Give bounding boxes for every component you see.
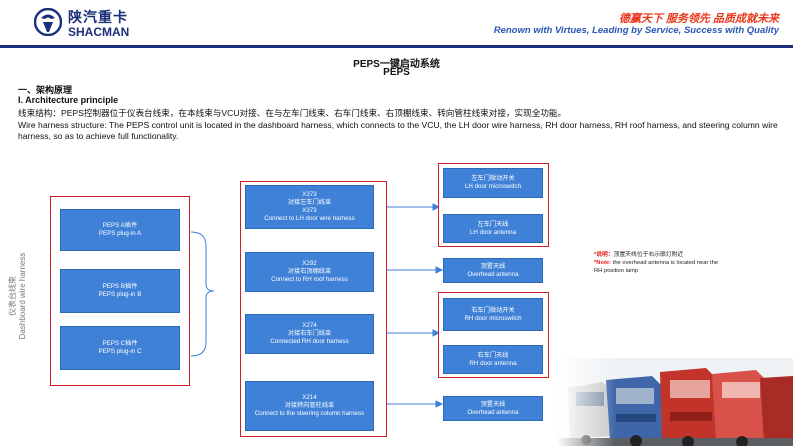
harness-x274-code: X274 [302,322,317,329]
plug-b-box: PEPS B插件 PEPS plug-in B [60,269,180,313]
brand-name-en: SHACMAN [68,25,130,39]
harness-x214-label-cn: 对接转向管柱线束 [284,402,335,409]
overhead-antenna-1-label-cn: 顶置天线 [480,262,506,270]
plug-b-label-cn: PEPS B插件 [102,283,138,290]
page-subtitle: PEPS [383,67,410,78]
lh-door-antenna-label-en: LH door antenna [469,228,517,236]
description-cn: 线束结构：PEPS控制器位于仪表台线束，在本线束与VCU对接、在与左车门线束、右… [18,108,567,118]
note-label-cn: *说明： [594,252,614,258]
harness-x292-label-en: Connect to RH roof harness [271,276,348,283]
harness-x373-code-repeat: X373 [302,207,317,214]
plug-c-box: PEPS C插件 PEPS plug-in C [60,326,180,370]
rh-door-microswitch-label-en: RH door microswitch [464,314,522,322]
plug-a-label-cn: PEPS A插件 [102,222,138,229]
overhead-antenna-box-2: 顶置天线 Overhead antenna [443,396,543,421]
header-divider [0,45,793,48]
harness-x373-box: X373 对接左车门线束 X373 Connect to LH door wir… [245,185,374,229]
slogan-en: Renown with Virtues, Leading by Service,… [493,25,779,36]
plug-a-box: PEPS A插件 PEPS plug-in A [60,209,180,251]
overhead-antenna-2-label-en: Overhead antenna [467,408,519,416]
slogan-cn: 德赢天下 服务领先 品质成就未来 [618,13,779,25]
harness-x373-code: X373 [302,191,317,198]
dashboard-label-en: Dashboard wire harness [18,252,27,340]
lh-door-microswitch-box: 左车门微动开关 LH door microswitch [443,168,543,198]
harness-x292-box: X292 对接右顶棚线束 Connect to RH roof harness [245,252,374,292]
harness-x214-code: X214 [302,394,317,401]
harness-x373-label-en: Connect to LH door wire harness [264,215,355,222]
note-label-en: *Note: [594,260,612,266]
section-heading-cn: 一、架构原理 [18,85,73,95]
rh-door-antenna-box: 右车门天线 RH door antenna [443,345,543,374]
harness-x214-label-en: Connect to the steering column harness [254,410,365,417]
overhead-antenna-note: *说明：顶置天线位于右示廓灯附近 *Note: the overhead ant… [594,251,724,275]
dashboard-label-cn: 仪表台线束 [8,276,17,316]
note-text-cn: 顶置天线位于右示廓灯附近 [613,252,684,258]
lh-door-microswitch-label-cn: 左车门微动开关 [471,175,515,182]
rh-door-antenna-label-cn: 右车门天线 [477,351,509,359]
header: 陕汽重卡 SHACMAN 德赢天下 服务领先 品质成就未来 Renown wit… [0,0,793,48]
overhead-antenna-box-1: 顶置天线 Overhead antenna [443,258,543,283]
harness-x214-box: X214 对接转向管柱线束 Connect to the steering co… [245,381,374,431]
harness-x292-label-cn: 对接右顶棚线束 [287,268,332,275]
harness-x274-label-en: Connected RH door harness [270,338,349,345]
harness-x274-box: X274 对接右车门线束 Connected RH door harness [245,314,374,354]
dashboard-harness-label: 仪表台线束 Dashboard wire harness [8,246,48,346]
rh-door-antenna-label-en: RH door antenna [469,359,517,367]
plug-a-label-en: PEPS plug-in A [98,230,142,237]
rh-door-microswitch-box: 右车门微动开关 RH door microswitch [443,298,543,331]
harness-x373-label-cn: 对接左车门线束 [287,199,332,206]
shacman-logo-icon [34,8,62,36]
lh-door-microswitch-label-en: LH door microswitch [464,183,522,190]
harness-x292-code: X292 [302,260,317,267]
section-heading-en: I. Architecture principle [18,95,119,105]
lh-door-antenna-label-cn: 左车门天线 [477,220,509,228]
overhead-antenna-2-label-cn: 顶置天线 [480,400,506,408]
page-title: PEPS一键启动系统 [353,59,440,70]
plug-c-label-en: PEPS plug-in C [98,348,142,355]
rh-door-microswitch-label-cn: 右车门微动开关 [471,306,515,314]
lh-door-antenna-box: 左车门天线 LH door antenna [443,214,543,243]
harness-x274-label-cn: 对接右车门线束 [287,330,332,337]
brand-name-cn: 陕汽重卡 [68,9,128,25]
description-en: Wire harness structure: The PEPS control… [18,120,778,141]
overhead-antenna-1-label-en: Overhead antenna [467,270,519,278]
note-text-en: the overhead antenna is located near the… [594,260,719,274]
plug-b-label-en: PEPS plug-in B [98,291,142,298]
trucks-illustration [556,358,793,446]
plug-c-label-cn: PEPS C插件 [102,340,138,347]
